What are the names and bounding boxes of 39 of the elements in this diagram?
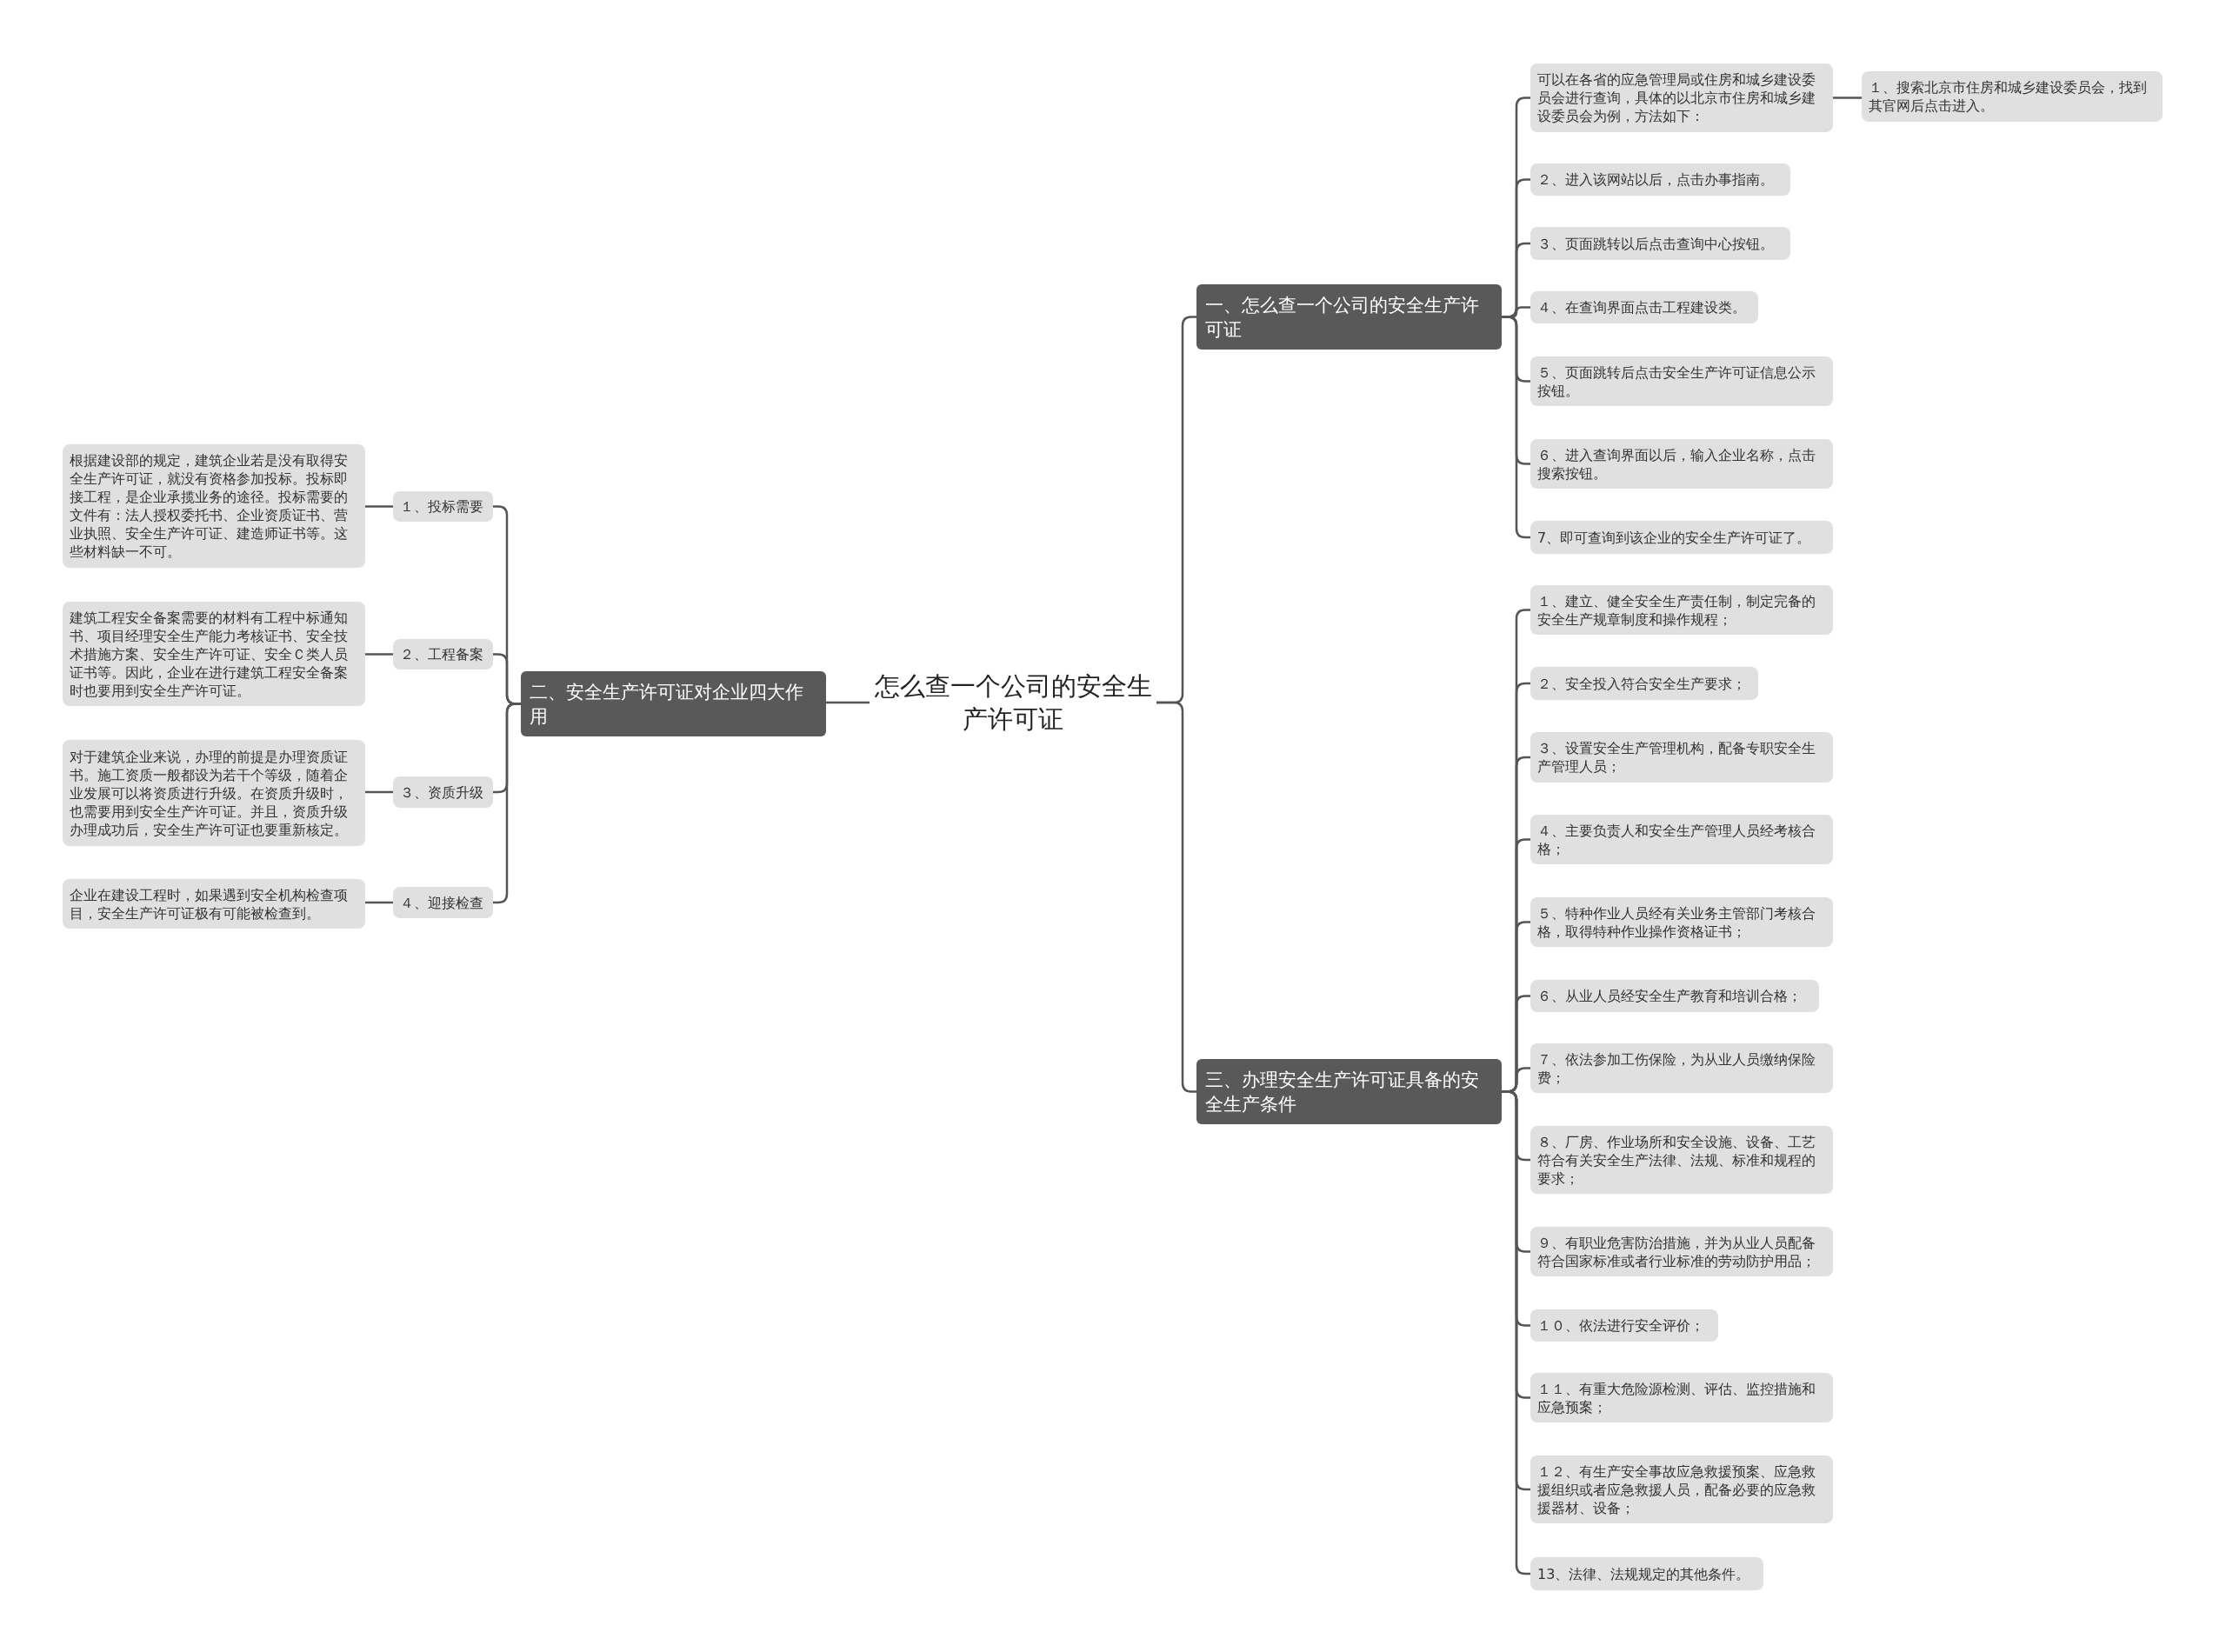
subtopic-box: 根据建设部的规定，建筑企业若是没有取得安全生产许可证，就没有资格参加投标。投标即接工程，是企业承揽业务的途径。投标需要的文件有：法人授权委托书、企业资质证书、营业执照、安全生产许可证、建造师证书等。这些材料缺一不可。 — [63, 444, 365, 568]
subtopic-box: １０、依法进行安全评价； — [1530, 1309, 1718, 1342]
connector-line — [365, 790, 393, 794]
subtopic-box: ６、从业人员经安全生产教育和培训合格； — [1530, 980, 1819, 1012]
subtopic-box: ４、主要负责人和安全生产管理人员经考核合格； — [1530, 815, 1833, 864]
subtopic-box: ８、厂房、作业场所和安全设施、设备、工艺符合有关安全生产法律、法规、标准和规程的要求； — [1530, 1126, 1833, 1194]
subtopic-box: 企业在建设工程时，如果遇到安全机构检查项目，安全生产许可证极有可能被检查到。 — [63, 879, 365, 929]
connector-line — [365, 901, 393, 904]
subtopic-box: ２、进入该网站以后，点击办事指南。 — [1530, 163, 1790, 196]
connector-line — [365, 653, 393, 656]
subtopic-box: １２、有生产安全事故应急救援预案、应急救援组织或者应急救援人员，配备必要的应急救援器材、设备； — [1530, 1455, 1833, 1523]
subtopic-box: ２、安全投入符合安全生产要求； — [1530, 667, 1758, 700]
subtopic-box: ３、页面跳转以后点击查询中心按钮。 — [1530, 227, 1790, 260]
subtopic-box: ３、设置安全生产管理机构，配备专职安全生产管理人员； — [1530, 732, 1833, 783]
connector-line — [365, 505, 393, 508]
subtopic-box: ２、工程备案 — [393, 639, 493, 669]
subtopic-box: １、投标需要 — [393, 491, 493, 522]
subtopic-box: ４、在查询界面点击工程建设类。 — [1530, 291, 1758, 323]
subtopic-box: ５、特种作业人员经有关业务主管部门考核合格，取得特种作业操作资格证书； — [1530, 897, 1833, 947]
subtopic-box: １１、有重大危险源检测、评估、监控措施和应急预案； — [1530, 1373, 1833, 1422]
subtopic-box: 13、法律、法规规定的其他条件。 — [1530, 1557, 1763, 1590]
subtopic-box: ３、资质升级 — [393, 776, 493, 808]
subtopic-box: 可以在各省的应急管理局或住房和城乡建设委员会进行查询，具体的以北京市住房和城乡建设委员会为例，方法如下： — [1530, 63, 1833, 132]
topic-box: 一、怎么查一个公司的安全生产许可证 — [1196, 284, 1502, 350]
connector-line — [826, 701, 870, 704]
subtopic-box: ７、依法参加工伤保险，为从业人员缴纳保险费； — [1530, 1043, 1833, 1093]
subtopic-box: ５、页面跳转后点击安全生产许可证信息公示按钮。 — [1530, 356, 1833, 406]
topic-box: 二、安全生产许可证对企业四大作用 — [521, 671, 826, 736]
subtopic-box: １、搜索北京市住房和城乡建设委员会，找到其官网后点击进入。 — [1862, 71, 2163, 122]
topic-box: 三、办理安全生产许可证具备的安全生产条件 — [1196, 1059, 1502, 1124]
subtopic-box: 对于建筑企业来说，办理的前提是办理资质证书。施工资质一般都设为若干个等级，随着企业发展可以将资质进行升级。在资质升级时，也需要用到安全生产许可证。并且，资质升级办理成功后，安全生产许可证也要重新核定。 — [63, 740, 365, 846]
central-topic: 怎么查一个公司的安全生产许可证 — [870, 669, 1156, 736]
subtopic-box: 7、即可查询到该企业的安全生产许可证了。 — [1530, 521, 1833, 554]
subtopic-box: ４、迎接检查 — [393, 887, 493, 918]
subtopic-box: １、建立、健全安全生产责任制，制定完备的安全生产规章制度和操作规程； — [1530, 585, 1833, 635]
connector-line — [1833, 97, 1862, 99]
subtopic-box: ６、进入查询界面以后，输入企业名称，点击搜索按钮。 — [1530, 439, 1833, 489]
subtopic-box: ９、有职业危害防治措施，并为从业人员配备符合国家标准或者行业标准的劳动防护用品； — [1530, 1227, 1833, 1276]
subtopic-box: 建筑工程安全备案需要的材料有工程中标通知书、项目经理安全生产能力考核证书、安全技术措施方案、安全生产许可证、安全Ｃ类人员证书等。因此，企业在进行建筑工程安全备案时也要用到安全生产许可证。 — [63, 602, 365, 706]
